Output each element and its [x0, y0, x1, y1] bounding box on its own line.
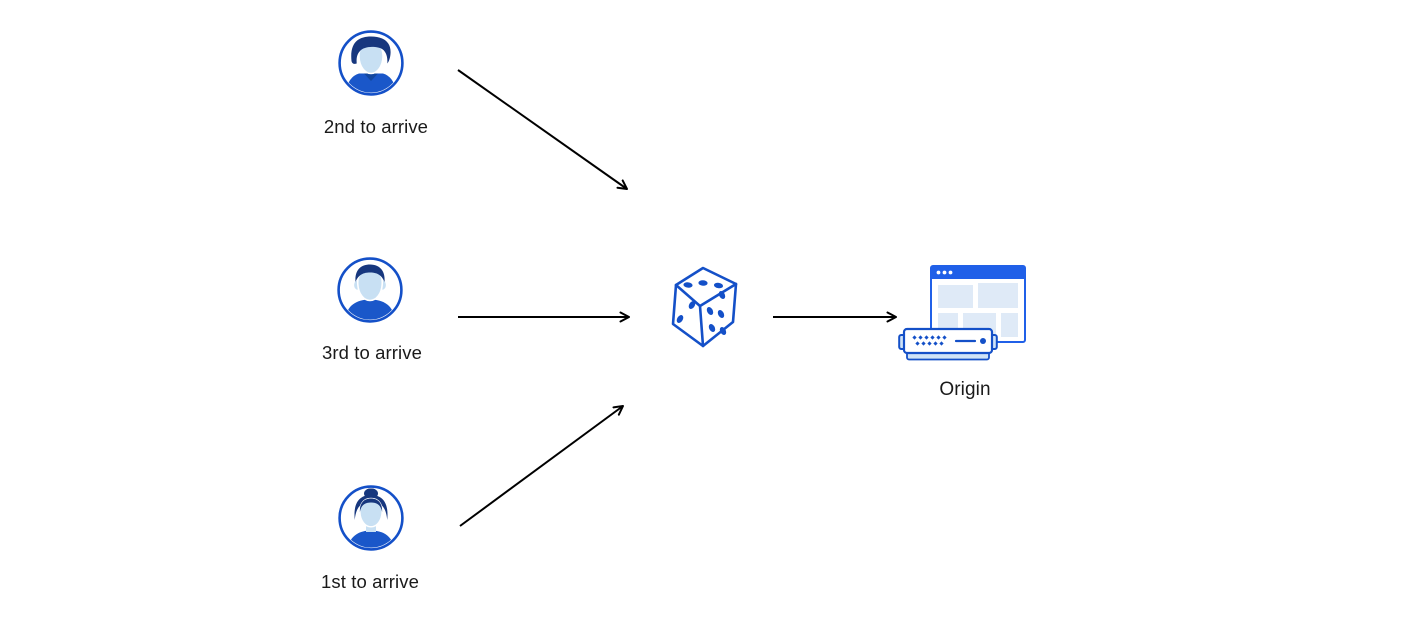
server-icon: [898, 327, 998, 361]
node-user-1st: [338, 485, 404, 551]
user-avatar-icon: [337, 257, 403, 323]
label-origin: Origin: [939, 379, 991, 400]
dice-icon: [671, 266, 738, 348]
node-user-3rd: [337, 257, 403, 323]
label-user-3rd: 3rd to arrive: [321, 342, 422, 363]
arrow-user-2nd-to-dice: [457, 69, 628, 190]
node-dice: [666, 265, 740, 353]
label-user-2nd: 2nd to arrive: [323, 116, 429, 137]
label-user-1st: 1st to arrive: [321, 571, 419, 592]
user-avatar-icon: [338, 30, 404, 96]
node-origin-server: [898, 327, 998, 363]
user-avatar-icon: [338, 485, 404, 551]
arrow-user-1st-to-dice: [459, 405, 624, 527]
node-user-2nd: [338, 30, 404, 96]
